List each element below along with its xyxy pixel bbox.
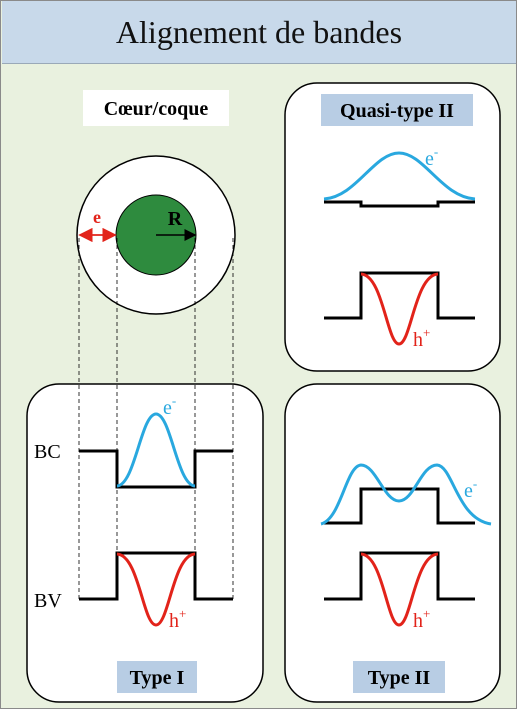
type1-bv-label: BV (34, 590, 62, 612)
quasi-hole-label: h+ (413, 325, 430, 351)
type1-electron-label: e- (163, 393, 176, 419)
type1-hole-wavefunction (116, 552, 196, 627)
type1-conduction-band (79, 449, 233, 489)
coreshell-title: Cœur/coque (104, 98, 209, 120)
type1-bc-label: BC (34, 441, 61, 463)
type1-electron-wavefunction (116, 412, 196, 488)
type2-electron-label: e- (464, 476, 477, 502)
type2-label-box (353, 661, 445, 693)
quasi-type2-panel (284, 82, 501, 372)
type1-panel (26, 383, 264, 703)
type2-panel (284, 383, 501, 703)
type1-label: Type I (130, 667, 185, 689)
type2-conduction-band (324, 487, 475, 525)
quasi-conduction-band (324, 200, 475, 208)
type2-hole-label: h+ (413, 606, 430, 632)
quasi-type2-label: Quasi-type II (340, 100, 454, 122)
type2-label: Type II (368, 667, 431, 689)
quasi-type2-label-box (321, 94, 473, 126)
type2-valence-band (324, 551, 475, 601)
type1-hole-label: h+ (169, 606, 186, 632)
type2-electron-wavefunction (320, 463, 492, 526)
figure-title: Alignement de bandes (2, 1, 516, 64)
type1-label-box (117, 661, 197, 693)
type1-valence-band (79, 551, 233, 601)
thickness-label: e (93, 207, 101, 227)
quasi-valence-band (324, 271, 475, 320)
radius-label: R (168, 208, 183, 230)
projection-lines (78, 238, 234, 601)
quasi-electron-wavefunction (323, 151, 476, 201)
quasi-hole-wavefunction (360, 272, 439, 346)
type2-hole-wavefunction (360, 552, 439, 627)
coreshell-title-box (83, 90, 229, 126)
quasi-electron-label: e- (425, 144, 438, 170)
